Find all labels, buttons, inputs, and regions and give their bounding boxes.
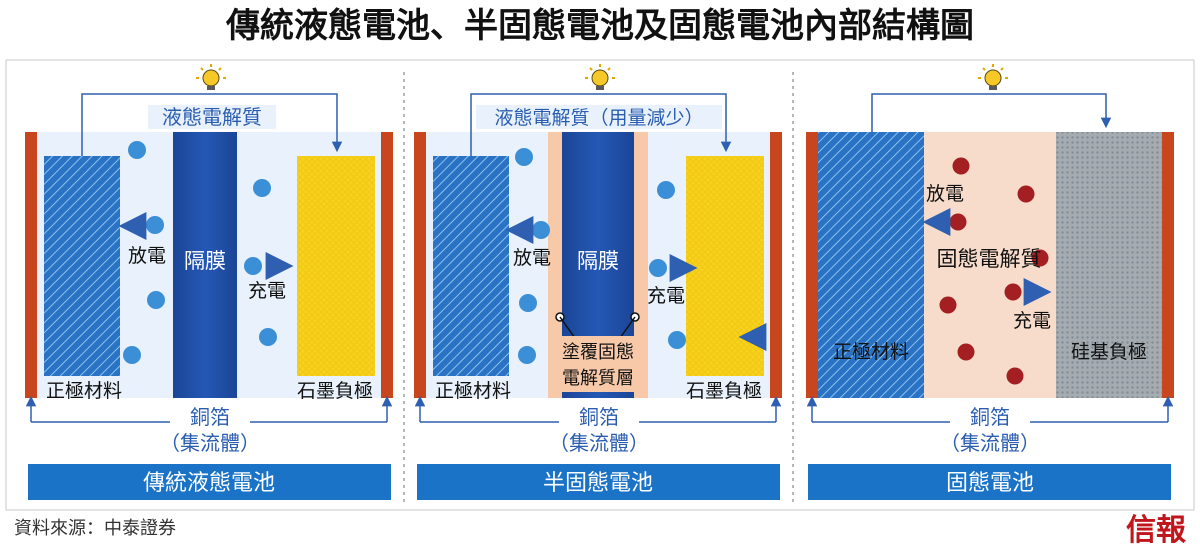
lithium-ion	[957, 343, 975, 361]
lithium-ion	[1006, 367, 1024, 385]
electrolyte-label-bg	[148, 105, 276, 129]
electrolyte-label: 液態電解質（用量減少）	[494, 107, 703, 129]
silicon-anode	[1056, 132, 1162, 398]
current-collector-right	[1162, 132, 1174, 398]
cathode-material	[818, 132, 924, 398]
electrolyte-label: 液態電解質	[162, 105, 262, 129]
lithium-ion	[1004, 283, 1022, 301]
collector-sub-label: （集流體）	[549, 431, 649, 455]
lithium-ion	[952, 157, 970, 175]
coating-pointer-lines	[559, 316, 636, 339]
current-collector-left	[25, 132, 37, 398]
lithium-ion	[518, 346, 536, 364]
lightbulb-icon	[196, 64, 226, 90]
lithium-ion	[253, 179, 271, 197]
battery-label-bar	[28, 464, 391, 500]
current-collector-left	[414, 132, 426, 398]
cathode-label: 正極材料	[833, 341, 909, 363]
coating-label-1: 塗覆固態	[562, 341, 634, 363]
lithium-ion	[939, 296, 957, 314]
collector-label: 銅箔	[970, 405, 1010, 429]
lightbulb-icon	[585, 64, 615, 90]
electrolyte-label: 固態電解質	[937, 247, 1042, 271]
lithium-ion	[949, 213, 967, 231]
graphite-anode	[686, 156, 764, 376]
charge-label: 充電	[647, 285, 685, 307]
separator-label: 隔膜	[577, 249, 619, 273]
electrolyte-bracket	[470, 93, 732, 156]
publisher-logo: 信報	[1126, 513, 1187, 548]
coating-label-2: 電解質層	[562, 368, 634, 389]
battery-label: 固態電池	[946, 471, 1034, 496]
collector-label: 銅箔	[579, 405, 619, 429]
cathode-label: 正極材料	[435, 380, 511, 402]
anode-label: 硅基負極	[1071, 341, 1147, 363]
battery-label-bar	[417, 464, 780, 500]
lithium-ions	[939, 157, 1049, 385]
separator	[173, 132, 237, 398]
collector-label-bg	[559, 404, 639, 430]
lithium-ion	[123, 346, 141, 364]
source-note: 資料來源：中泰證券	[14, 518, 176, 539]
lithium-ion	[259, 328, 277, 346]
lithium-ion	[128, 141, 146, 159]
discharge-label: 放電	[513, 247, 551, 269]
anode-label: 石墨負極	[297, 380, 373, 402]
current-collector-right	[770, 132, 782, 398]
panel-semi-solid: 放電 充電 隔膜 塗覆固態 電解質層 正極材料 石墨負極 液態電解質（用量減少）…	[414, 64, 782, 500]
collector-label-bg	[170, 404, 250, 430]
cathode-material	[44, 156, 120, 376]
panel-solid-state: 放電 固態電解質 充電 正極材料 硅基負極 銅箔 （集流體） 固態電池	[806, 64, 1174, 500]
lithium-ion	[532, 221, 550, 239]
lithium-ions	[515, 148, 686, 364]
lithium-ion	[668, 331, 686, 349]
lithium-ion	[1031, 249, 1049, 267]
page-title: 傳統液態電池、半固態電池及固態電池內部結構圖	[225, 6, 974, 46]
lithium-ion	[649, 259, 667, 277]
graphite-anode	[297, 156, 375, 376]
collector-label: 銅箔	[190, 405, 230, 429]
electrolyte-label-bg	[476, 105, 722, 129]
electrolyte-bracket	[871, 93, 1112, 132]
battery-label: 半固態電池	[543, 471, 653, 496]
lightbulb-icon	[978, 64, 1008, 90]
charge-label: 充電	[1013, 310, 1051, 332]
discharge-label: 放電	[128, 245, 166, 267]
current-collector-right	[381, 132, 393, 398]
charge-label: 充電	[248, 280, 286, 302]
current-collector-left	[806, 132, 818, 398]
lithium-ion	[515, 148, 533, 166]
panel-traditional-liquid: 放電 充電 隔膜 正極材料 石墨負極 液態電解質 銅箔 （集流體） 傳統液態電池	[25, 64, 393, 500]
discharge-label: 放電	[926, 183, 964, 205]
lithium-ion	[1017, 185, 1035, 203]
lithium-ion	[657, 181, 675, 199]
separator-label: 隔膜	[184, 249, 226, 273]
coating-label-bg	[552, 336, 644, 392]
collector-sub-label: （集流體）	[940, 431, 1040, 455]
lithium-ion	[146, 216, 164, 234]
battery-label: 傳統液態電池	[143, 471, 275, 496]
lithium-ion	[244, 257, 262, 275]
electrolyte-bracket	[81, 93, 343, 156]
cathode-label: 正極材料	[46, 380, 122, 402]
lithium-ion	[147, 291, 165, 309]
collector-label-bg	[950, 404, 1030, 430]
cathode-material	[433, 156, 509, 376]
lithium-ions	[123, 141, 277, 364]
anode-label: 石墨負極	[686, 380, 762, 402]
battery-label-bar	[808, 464, 1171, 500]
collector-sub-label: （集流體）	[160, 431, 260, 455]
lithium-ion	[519, 294, 537, 312]
